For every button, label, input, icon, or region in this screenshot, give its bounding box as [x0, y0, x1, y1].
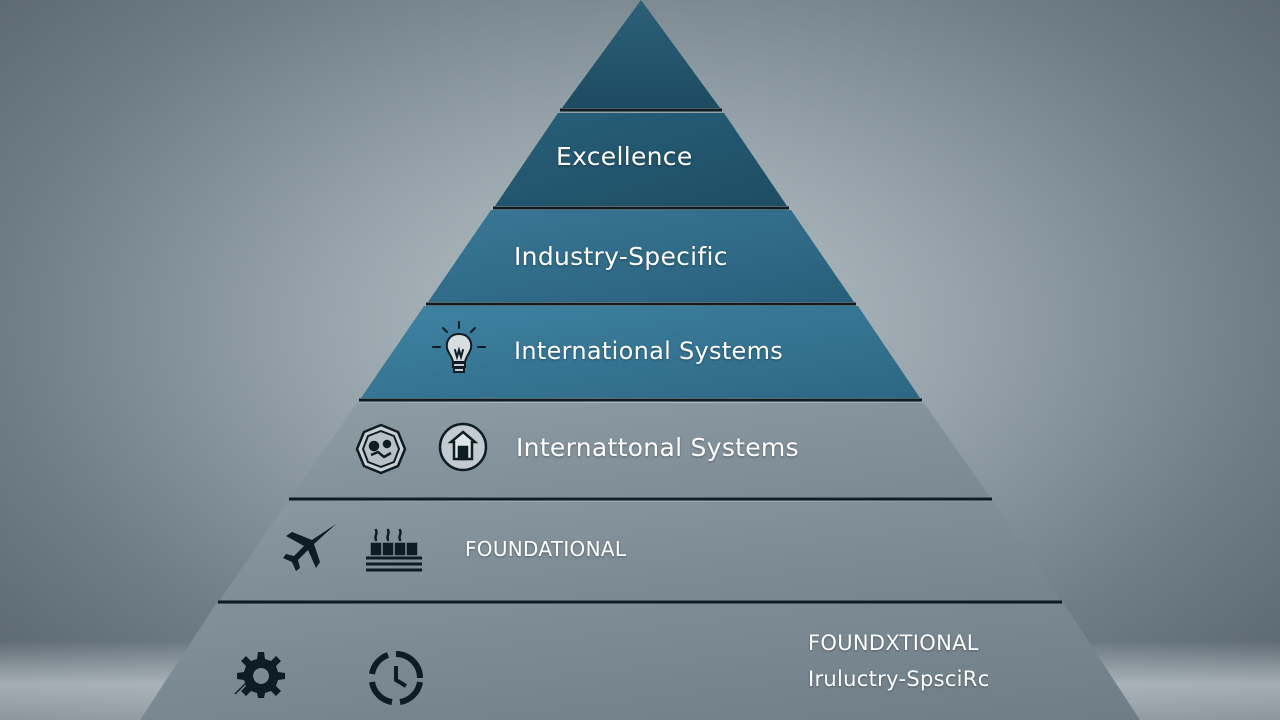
tier-foundational-base — [140, 604, 1140, 720]
tier-label-international-systems-blue: International Systems — [514, 337, 784, 365]
circle-building-icon — [436, 420, 490, 474]
lightbulb-icon — [430, 320, 488, 380]
tier-foundational — [220, 502, 1060, 600]
tier-separators — [218, 108, 1062, 604]
tier-excellence — [495, 113, 787, 206]
factory-icon — [362, 526, 426, 574]
tier-industry-specific — [428, 210, 854, 302]
tier-label-foundational-base: FOUNDXTIONAL — [808, 631, 979, 655]
gear-badge-icon — [354, 422, 408, 476]
tier-label-international-systems-gray: Internattonal Systems — [516, 433, 799, 462]
tier-apex — [562, 0, 720, 108]
tier-label-excellence: Excellence — [556, 142, 693, 171]
tier-sublabel-industry-specific: Iruluctry-SpsciRc — [808, 667, 990, 691]
airplane-icon — [280, 520, 340, 576]
cog-arrows-icon — [232, 648, 288, 700]
tier-label-industry-specific: Industry-Specific — [514, 242, 728, 271]
tier-label-foundational: FOUNDATIONAL — [465, 537, 627, 561]
circular-arrows-icon — [366, 648, 426, 708]
tier-international-systems-blue — [361, 306, 920, 398]
pyramid-tiers — [140, 0, 1140, 720]
